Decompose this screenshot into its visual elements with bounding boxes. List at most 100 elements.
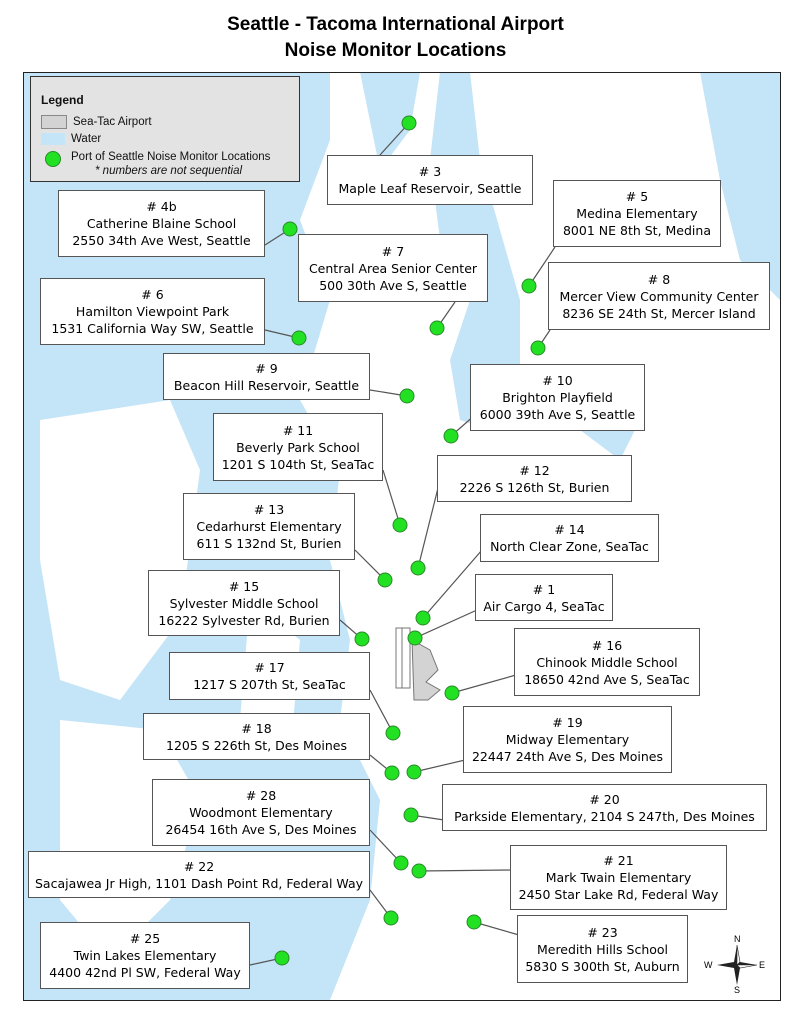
monitor-number: # 23 <box>587 924 618 940</box>
noise-monitor-marker[interactable] <box>466 914 482 930</box>
noise-monitor-marker[interactable] <box>392 517 408 533</box>
compass-n: N <box>734 934 741 944</box>
monitor-number: # 16 <box>591 637 623 653</box>
monitor-detail: 8001 NE 8th St, Medina <box>562 223 711 238</box>
noise-monitor-marker[interactable] <box>443 428 459 444</box>
monitor-number: # 14 <box>554 522 585 537</box>
monitor-detail: Chinook Middle School <box>536 654 678 670</box>
monitor-detail: Medina Elementary <box>576 206 698 221</box>
noise-monitor-marker[interactable] <box>393 855 409 871</box>
noise-monitor-marker[interactable] <box>411 863 427 879</box>
monitor-number: # 21 <box>603 853 634 868</box>
map-subtitle: Noise Monitor Locations <box>284 40 507 61</box>
monitor-detail: 26454 16th Ave S, Des Moines <box>165 822 357 837</box>
monitor-number: # 28 <box>245 788 277 803</box>
monitor-label-box: # 5 Medina Elementary 8001 NE 8th St, Medi… <box>553 180 721 247</box>
monitor-number: # 22 <box>183 858 215 874</box>
monitor-detail: Woodmont Elementary <box>189 805 333 820</box>
monitor-detail: Hamilton Viewpoint Park <box>75 304 230 319</box>
monitor-detail: 1531 California Way SW, Seattle <box>51 321 254 336</box>
noise-monitor-marker[interactable] <box>429 320 445 336</box>
monitor-label-box: # 28 Woodmont Elementary 26454 16th Ave S,… <box>152 779 370 846</box>
legend-note: * numbers are not sequential <box>95 165 243 177</box>
water-swatch <box>41 133 65 145</box>
monitor-number: # 5 <box>625 189 649 204</box>
leader-lines <box>249 122 556 966</box>
noise-monitor-marker[interactable] <box>415 610 431 626</box>
legend-label: Water <box>71 133 102 145</box>
monitor-detail: 4400 42nd Pl SW, Federal Way <box>49 965 241 980</box>
monitor-number: # 11 <box>282 422 314 438</box>
compass-w: W <box>704 960 713 970</box>
noise-monitor-marker[interactable] <box>282 221 298 237</box>
noise-monitor-marker[interactable] <box>399 388 415 404</box>
compass-e: E <box>759 960 766 970</box>
leader-line <box>473 921 520 936</box>
noise-monitor-marker[interactable] <box>354 631 370 647</box>
monitor-detail: 1205 S 226th St, Des Moines <box>166 737 347 753</box>
legend-item-airport: Sea-Tac Airport <box>41 115 152 129</box>
monitor-detail: Twin Lakes Elementary <box>73 948 217 963</box>
legend: Legend Sea-Tac Airport Water Port of Sea… <box>30 76 300 182</box>
monitor-number: # 20 <box>589 791 620 807</box>
monitor-number: # 3 <box>418 164 442 179</box>
monitor-number: # 1 <box>532 581 556 597</box>
legend-label: Sea-Tac Airport <box>73 116 152 128</box>
monitor-label-box: # 14 North Clear Zone, SeaTac <box>480 514 659 562</box>
monitor-detail: 18650 42nd Ave S, SeaTac <box>524 671 690 687</box>
monitor-number: # 12 <box>519 462 550 478</box>
compass-rose-icon: N S E W <box>704 934 766 995</box>
monitor-detail: Mark Twain Elementary <box>545 870 692 885</box>
monitor-detail: 611 S 132nd St, Burien <box>196 536 342 551</box>
noise-monitor-marker[interactable] <box>410 560 426 576</box>
noise-monitor-marker[interactable] <box>406 764 422 780</box>
noise-monitor-marker[interactable] <box>530 340 546 356</box>
monitor-detail: Beverly Park School <box>236 439 360 455</box>
monitor-detail: 1201 S 104th St, SeaTac <box>221 456 375 472</box>
monitor-detail: Catherine Blaine School <box>86 216 237 231</box>
monitor-detail: 5830 S 300th St, Auburn <box>525 958 680 974</box>
leader-line <box>422 549 483 619</box>
monitor-detail: North Clear Zone, SeaTac <box>490 539 649 554</box>
sea-tac-airport <box>395 627 441 701</box>
noise-monitor-marker[interactable] <box>407 630 423 646</box>
noise-monitor-marker[interactable] <box>401 115 417 131</box>
noise-monitor-marker[interactable] <box>291 330 307 346</box>
noise-monitor-marker[interactable] <box>521 278 537 294</box>
noise-monitor-marker[interactable] <box>383 910 399 926</box>
monitor-number: # 17 <box>254 660 285 675</box>
monitor-detail: Meredith Hills School <box>536 941 669 957</box>
noise-monitor-marker[interactable] <box>274 950 290 966</box>
airport-swatch <box>41 115 67 129</box>
monitor-detail: 1217 S 207th St, SeaTac <box>193 677 346 692</box>
noise-monitor-marker[interactable] <box>384 765 400 781</box>
noise-monitor-marker[interactable] <box>444 685 460 701</box>
monitor-number: # 15 <box>228 578 260 594</box>
leader-line <box>451 674 517 694</box>
monitor-swatch <box>41 151 65 167</box>
monitor-number: # 8 <box>647 271 671 287</box>
noise-monitor-marker[interactable] <box>403 807 419 823</box>
monitor-detail: Air Cargo 4, SeaTac <box>483 598 605 614</box>
monitor-detail: 2550 34th Ave West, Seattle <box>72 233 251 248</box>
legend-item-monitor: Port of Seattle Noise Monitor Locations <box>41 151 270 167</box>
leader-line <box>382 469 401 526</box>
monitor-number: # 6 <box>141 287 164 302</box>
noise-monitor-marker[interactable] <box>377 572 393 588</box>
monitor-number: # 7 <box>381 243 405 259</box>
monitor-label-box: # 17 1217 S 207th St, SeaTac <box>169 652 370 700</box>
noise-monitor-marker[interactable] <box>385 725 401 741</box>
map-title: Seattle - Tacoma International Airport <box>227 14 564 35</box>
